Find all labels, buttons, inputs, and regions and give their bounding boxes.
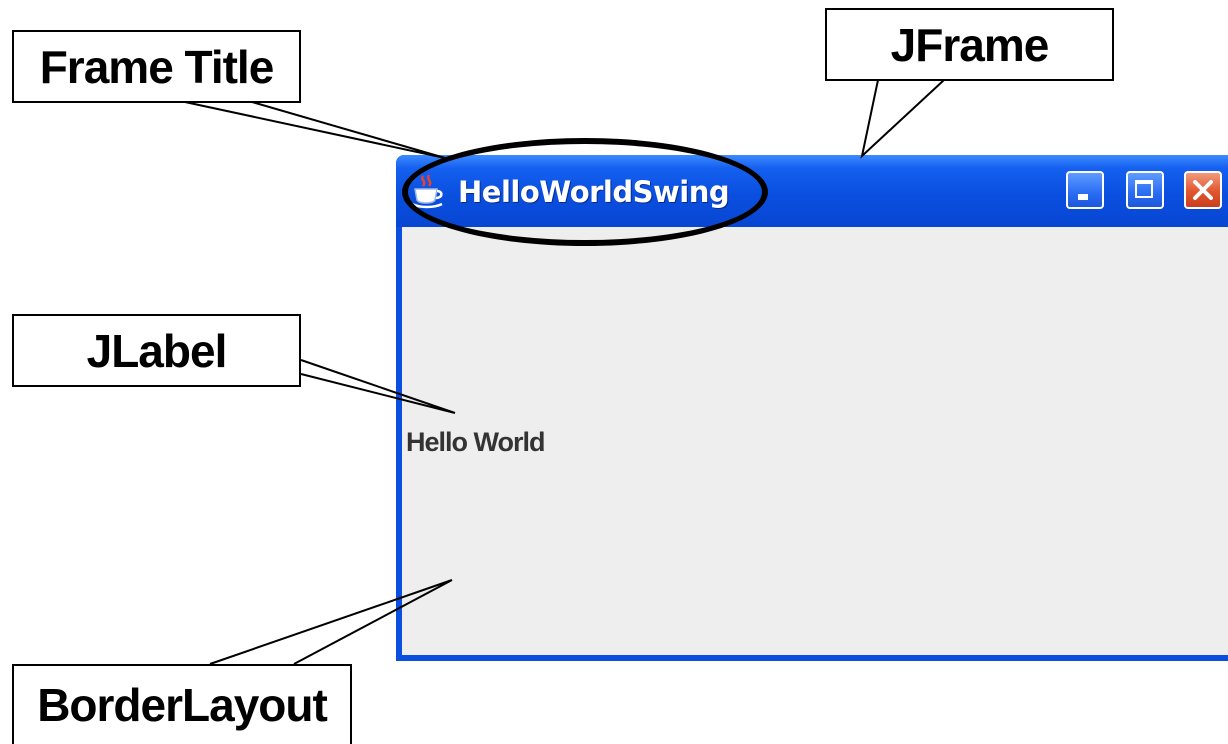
window-titlebar[interactable]: HelloWorldSwing — [396, 155, 1228, 227]
leader-frame-title — [184, 101, 446, 159]
callout-jframe: JFrame — [825, 8, 1114, 81]
jframe-window: HelloWorldSwing Hello World — [396, 155, 1228, 661]
leader-jframe — [860, 79, 945, 159]
minimize-button[interactable] — [1066, 171, 1104, 209]
callout-border-layout: BorderLayout — [12, 664, 352, 744]
callout-frame-title: Frame Title — [12, 30, 301, 103]
maximize-button[interactable] — [1126, 171, 1164, 209]
content-pane: Hello World — [402, 227, 1228, 655]
java-coffee-cup-icon — [410, 173, 444, 209]
callout-jlabel: JLabel — [12, 314, 301, 387]
close-button[interactable] — [1184, 171, 1222, 209]
close-icon — [1193, 180, 1213, 200]
hello-world-label: Hello World — [406, 427, 546, 457]
window-title: HelloWorldSwing — [458, 175, 730, 209]
